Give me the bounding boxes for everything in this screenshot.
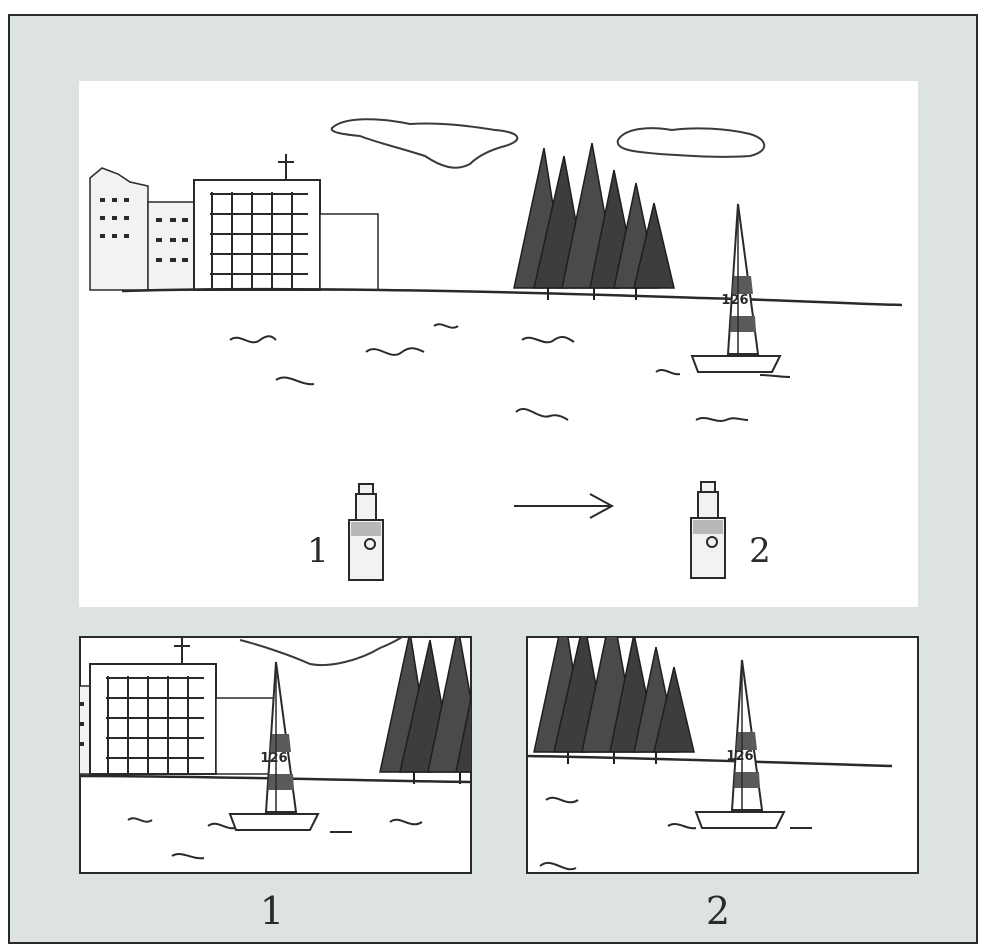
main-boat-number: 126 bbox=[721, 293, 748, 308]
camera-2-label: 2 bbox=[749, 531, 771, 571]
frame-1: 126 bbox=[0, 627, 540, 873]
frame-2-label: 2 bbox=[706, 889, 730, 933]
frame-1-boat-number: 126 bbox=[260, 751, 287, 766]
frame-2: 126 bbox=[527, 607, 918, 873]
main-scene-panel bbox=[79, 81, 918, 607]
frame-2-boat-number: 126 bbox=[726, 749, 753, 764]
camera-1-label: 1 bbox=[307, 531, 329, 571]
frame-1-label: 1 bbox=[260, 889, 284, 933]
